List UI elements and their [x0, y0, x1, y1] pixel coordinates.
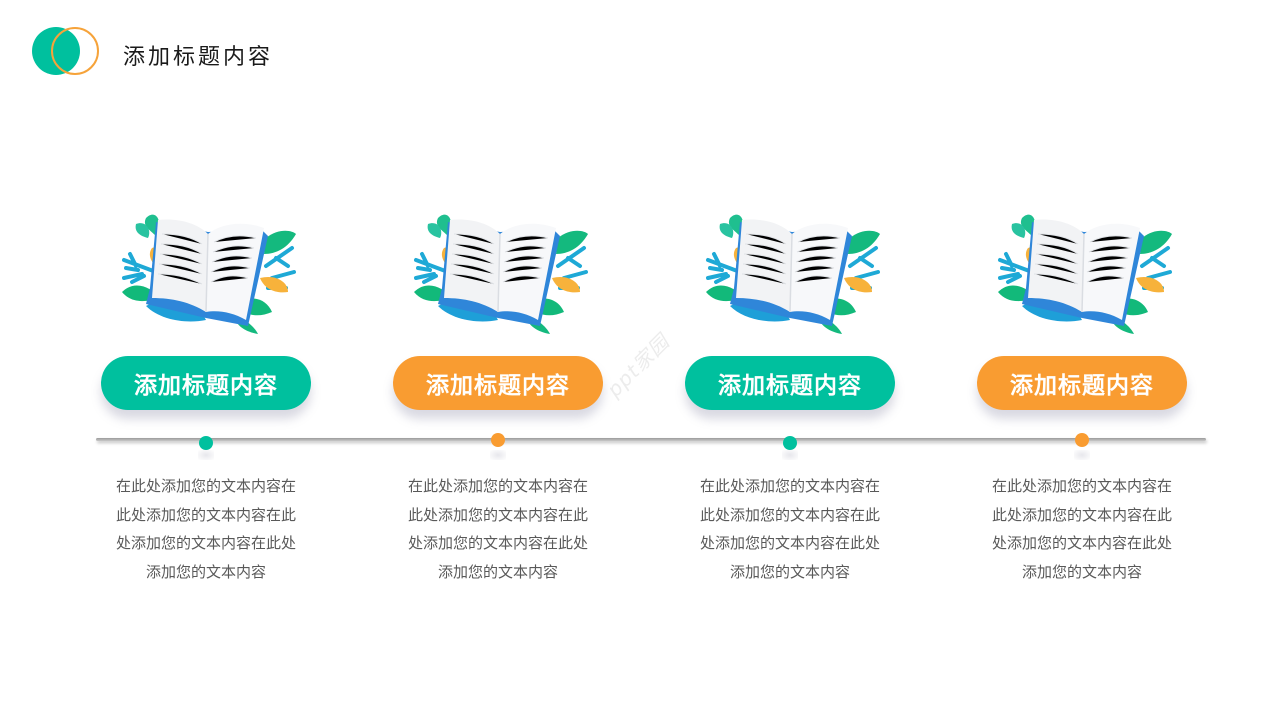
logo-ring-circle-icon: [51, 27, 99, 75]
timeline-item-description: 在此处添加您的文本内容在 此处添加您的文本内容在此 处添加您的文本内容在此处 添…: [972, 472, 1192, 587]
description-line: 在此处添加您的文本内容在: [115, 477, 296, 495]
timeline-item-description: 在此处添加您的文本内容在 此处添加您的文本内容在此 处添加您的文本内容在此处 添…: [96, 472, 316, 587]
description-line: 处添加您的文本内容在此处: [115, 534, 296, 553]
description-line: 在此处添加您的文本内容在: [699, 477, 880, 495]
timeline-dot-shadow: [1074, 450, 1090, 460]
timeline-dot: [491, 433, 505, 447]
timeline-dot-shadow: [198, 450, 214, 460]
description-line: 添加您的文本内容: [1021, 563, 1142, 582]
description-line: 处添加您的文本内容在此处: [991, 534, 1172, 553]
timeline-item-title-pill[interactable]: 添加标题内容: [685, 356, 895, 410]
description-line: 此处添加您的文本内容在此: [115, 505, 296, 524]
description-line: 此处添加您的文本内容在此: [699, 505, 880, 524]
description-line: 此处添加您的文本内容在此: [991, 505, 1172, 524]
timeline-dot: [1075, 433, 1089, 447]
timeline-dot: [783, 436, 797, 450]
description-line: 处添加您的文本内容在此处: [699, 534, 880, 553]
description-line: 添加您的文本内容: [437, 563, 558, 582]
timeline-dot-shadow: [490, 450, 506, 460]
open-book-with-leaves-icon: [116, 208, 296, 334]
open-book-with-leaves-icon: [992, 208, 1172, 334]
timeline-dot: [199, 436, 213, 450]
description-line: 添加您的文本内容: [729, 563, 850, 582]
timeline-item-description: 在此处添加您的文本内容在 此处添加您的文本内容在此 处添加您的文本内容在此处 添…: [388, 472, 608, 587]
description-line: 处添加您的文本内容在此处: [407, 534, 588, 553]
timeline-line: [96, 438, 1206, 441]
open-book-with-leaves-icon: [700, 208, 880, 334]
timeline-dot-shadow: [782, 450, 798, 460]
watermark: ppt家园: [602, 329, 675, 402]
logo: [32, 26, 100, 76]
timeline-item-title-pill[interactable]: 添加标题内容: [393, 356, 603, 410]
timeline-item-title-pill[interactable]: 添加标题内容: [977, 356, 1187, 410]
open-book-with-leaves-icon: [408, 208, 588, 334]
description-line: 添加您的文本内容: [145, 563, 266, 582]
description-line: 在此处添加您的文本内容在: [991, 477, 1172, 495]
timeline-item-description: 在此处添加您的文本内容在 此处添加您的文本内容在此 处添加您的文本内容在此处 添…: [680, 472, 900, 587]
description-line: 在此处添加您的文本内容在: [407, 477, 588, 495]
timeline-item-title-pill[interactable]: 添加标题内容: [101, 356, 311, 410]
page-title: 添加标题内容: [123, 45, 274, 70]
description-line: 此处添加您的文本内容在此: [407, 505, 588, 524]
